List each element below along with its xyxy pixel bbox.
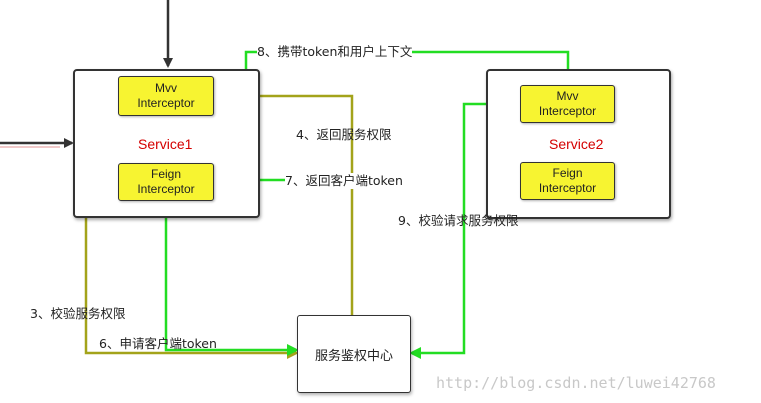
service2-feign-line1: Feign xyxy=(552,166,583,180)
step8-label: 8、携带token和用户上下文 xyxy=(257,44,413,60)
service1-mvc-line1: Mvv xyxy=(155,81,177,95)
step6-label: 6、申请客户端token xyxy=(99,336,217,351)
service2-title: Service2 xyxy=(549,136,604,152)
auth-center-label: 服务鉴权中心 xyxy=(314,348,393,364)
service2-mvc-line1: Mvv xyxy=(556,89,579,103)
step3-label: 3、校验服务权限 xyxy=(30,306,126,321)
auth-center-box: 服务鉴权中心 xyxy=(297,315,411,393)
watermark: http://blog.csdn.net/luwei42768 xyxy=(436,374,716,392)
step4-label: 4、返回服务权限 xyxy=(296,127,392,142)
step6-green-connector xyxy=(164,199,299,356)
step4-olive-connector xyxy=(213,90,354,315)
service1-feign-line1: Feign xyxy=(150,167,182,181)
service1-title: Service1 xyxy=(138,136,193,152)
service1-feign-line2: Interceptor xyxy=(137,182,195,196)
service2-mvc-line2: Interceptor xyxy=(538,104,597,118)
step7-label: 7、返回客户端token xyxy=(285,173,403,189)
service1-mvc-line2: Interceptor xyxy=(137,96,195,110)
step9-label: 9、校验请求服务权限 xyxy=(398,213,519,228)
service2-feign-line2: Interceptor xyxy=(538,181,597,195)
